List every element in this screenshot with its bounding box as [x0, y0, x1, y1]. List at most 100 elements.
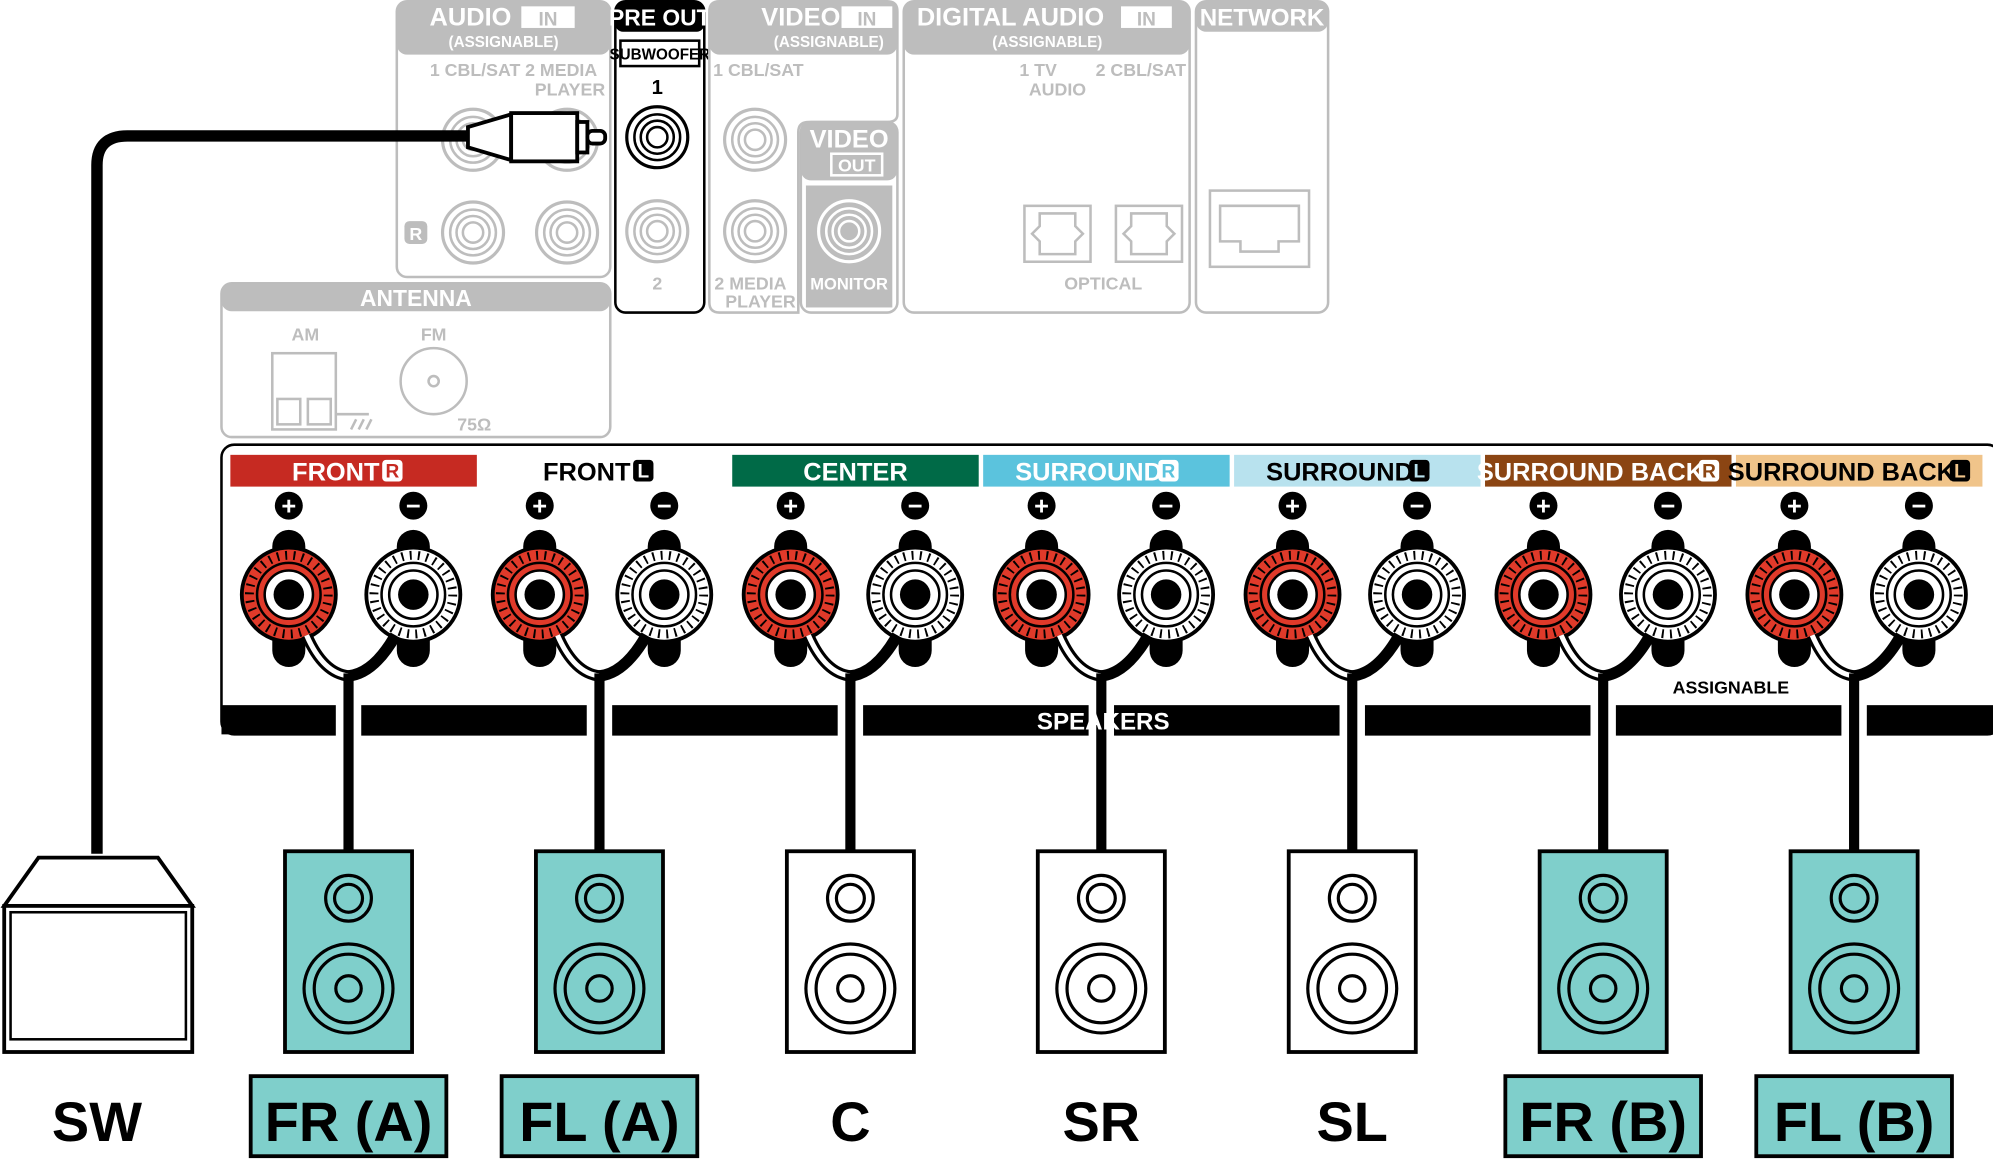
channel-name: SURROUND [1266, 458, 1413, 486]
side-badge [1158, 459, 1179, 482]
speaker-cable [343, 673, 354, 854]
video-in-panel: VIDEO IN (ASSIGNABLE) 1 CBL/SAT 2 MEDIA … [708, 0, 899, 314]
digital-audio-title: DIGITAL AUDIO [917, 3, 1104, 31]
negative-terminal[interactable]: − [866, 491, 965, 668]
ethernet-port [1208, 189, 1311, 269]
speaker-label: FR (B) [1519, 1090, 1687, 1153]
channel-header-bg [230, 454, 477, 487]
speaker-label-box [499, 1074, 700, 1159]
channel-name: CENTER [803, 458, 907, 486]
fm-ohm-label: 75Ω [457, 415, 491, 435]
video-out-badge: OUT [838, 156, 876, 176]
minus-icon: − [908, 493, 923, 521]
speaker-icon [534, 849, 665, 1054]
audio-in-panel: AUDIO IN (ASSIGNABLE) 1 CBL/SAT 2 MEDIA … [395, 0, 612, 279]
positive-terminal[interactable]: + [490, 491, 589, 668]
speaker-icon [1035, 849, 1167, 1054]
speaker-icon [784, 849, 916, 1054]
video-in-badge: IN [857, 9, 876, 30]
channel-name: SURROUND [1015, 458, 1162, 486]
positive-terminal[interactable]: + [1745, 491, 1844, 668]
digital-audio-sub: (ASSIGNABLE) [992, 34, 1102, 51]
side-badge-label: R [385, 462, 399, 483]
rca-jack-icon [723, 107, 788, 172]
speaker-icon [1537, 849, 1669, 1054]
side-badge [1409, 459, 1430, 482]
rca-jack-icon [625, 105, 690, 170]
positive-terminal[interactable]: + [741, 491, 840, 668]
positive-terminal[interactable]: + [1494, 491, 1593, 668]
digital-input2: 2 CBL/SAT [1096, 60, 1187, 80]
speaker-cable [1849, 673, 1860, 854]
minus-icon: − [657, 493, 672, 521]
side-badge-label: L [1954, 462, 1966, 483]
speaker-cable [594, 673, 605, 854]
minus-icon: − [1410, 493, 1425, 521]
side-badge [1698, 459, 1720, 482]
plus-icon: + [1536, 493, 1551, 521]
antenna-panel: ANTENNA AM FM 75Ω [220, 282, 612, 439]
positive-terminal[interactable]: + [239, 491, 338, 668]
speaker-label: FL (B) [1774, 1090, 1934, 1153]
negative-terminal[interactable]: − [364, 491, 463, 668]
subwoofer-unit [0, 855, 196, 1054]
channel-name: FRONT [292, 458, 380, 486]
speaker-label-box [1503, 1074, 1703, 1159]
optical-label: OPTICAL [1064, 274, 1142, 294]
negative-terminal[interactable]: − [1368, 491, 1466, 668]
network-title: NETWORK [1200, 4, 1325, 31]
positive-terminal[interactable]: + [1243, 491, 1342, 668]
side-badge-label: R [1162, 462, 1176, 483]
plus-icon: + [1787, 493, 1802, 521]
negative-terminal[interactable]: − [1117, 491, 1216, 668]
speaker-cable [845, 673, 856, 854]
speaker-cable [1347, 673, 1358, 854]
speaker-icon [1788, 849, 1920, 1054]
side-badge-label: L [1414, 462, 1426, 483]
negative-terminal[interactable]: − [1869, 491, 1968, 668]
fm-label: FM [421, 325, 447, 345]
negative-terminal[interactable]: − [615, 491, 714, 668]
speaker-label: SR [1062, 1090, 1140, 1153]
speaker-label: C [830, 1090, 870, 1153]
side-badge [1949, 459, 1971, 482]
channel-header-bg [1485, 454, 1732, 487]
negative-terminal[interactable]: − [1619, 491, 1717, 668]
subwoofer-label: SUBWOOFER [609, 47, 710, 64]
pre-out-title: PRE OUT [609, 4, 711, 30]
minus-icon: − [1661, 493, 1676, 521]
side-badge [382, 459, 403, 482]
audio-in-sub: (ASSIGNABLE) [449, 34, 559, 51]
speaker-label: FL (A) [519, 1090, 679, 1153]
subwoofer-cable [91, 130, 509, 854]
pre-out-jack1-label: 1 [652, 77, 663, 99]
plus-icon: + [1034, 493, 1049, 521]
video-in-sub: (ASSIGNABLE) [774, 34, 884, 51]
plus-icon: + [783, 493, 798, 521]
rca-jack-icon [723, 199, 788, 264]
audio-in-input2-b: PLAYER [535, 79, 606, 99]
channel-2: CENTER+ − C [732, 454, 979, 1153]
channel-name: FRONT [543, 458, 631, 486]
channel-header-bg [1735, 454, 1983, 487]
side-badge-label: L [637, 462, 649, 483]
positive-terminal[interactable]: + [992, 491, 1091, 668]
fm-connector [399, 346, 468, 416]
am-terminal [271, 351, 373, 431]
rca-jack-icon [534, 200, 600, 265]
speaker-label-box [1754, 1074, 1954, 1159]
digital-audio-in-panel: DIGITAL AUDIO IN (ASSIGNABLE) 1 TV AUDIO… [902, 0, 1191, 314]
subwoofer-label: SW [52, 1090, 142, 1153]
channel-header-bg [481, 454, 728, 487]
minus-icon: − [1911, 493, 1926, 521]
video-out-title: VIDEO [810, 125, 889, 153]
minus-icon: − [1159, 493, 1174, 521]
video-out-panel: VIDEO OUT MONITOR [799, 120, 899, 314]
speaker-icon [283, 849, 414, 1054]
